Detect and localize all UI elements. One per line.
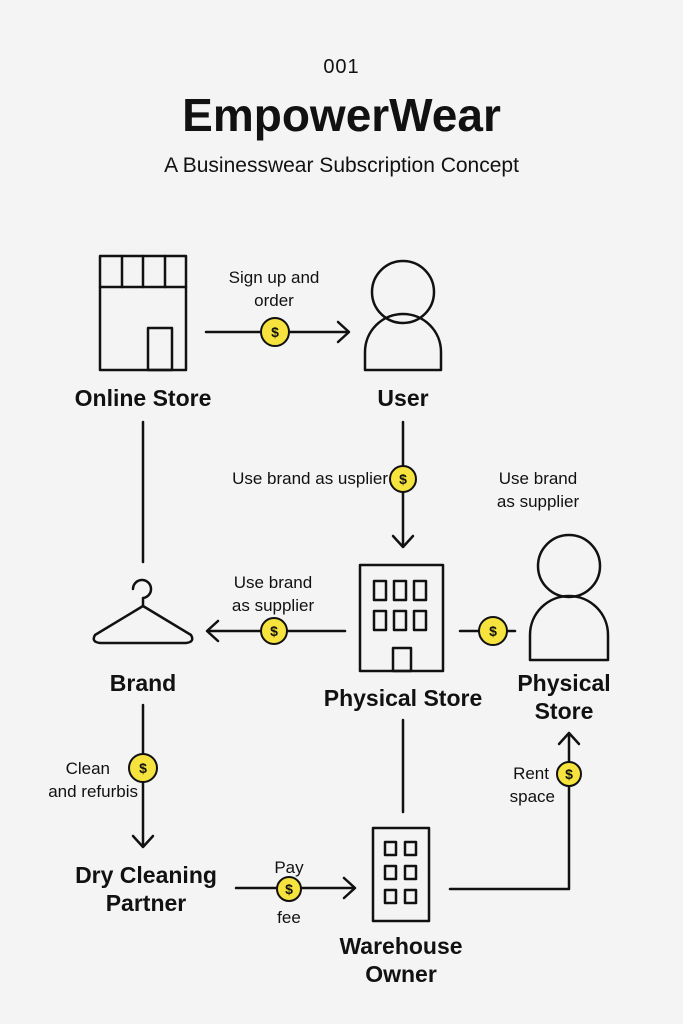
page-title: EmpowerWear (182, 89, 501, 141)
hanger-icon (92, 578, 194, 645)
node-dry-cleaning-partner: Dry Cleaning Partner (75, 862, 217, 916)
user-icon (363, 259, 443, 372)
svg-text:$: $ (399, 471, 407, 487)
svg-text:$: $ (489, 623, 497, 639)
edge-label-fee: fee (277, 908, 301, 927)
node-physical-store-right: Physical Store (517, 670, 611, 724)
arrow-warehouse-to-physical-store (448, 731, 581, 891)
node-user: User (377, 385, 429, 411)
edge-label-rent: Rent space (509, 764, 555, 806)
node-brand: Brand (109, 670, 177, 696)
edge-label-pay: Pay (274, 858, 304, 877)
edge-label-clean: Clean and refurbis (48, 759, 138, 801)
online-store-icon (98, 254, 188, 372)
node-online-store: Online Store (74, 385, 212, 411)
edge-label-use-brand-left: Use brand as supplier (231, 573, 315, 615)
coin-icon-usplier: $ (389, 465, 417, 493)
svg-text:$: $ (271, 324, 279, 340)
svg-text:$: $ (139, 760, 147, 776)
node-physical-store: Physical Store (323, 685, 483, 711)
edge-label-signup: Sign up and order (228, 268, 320, 310)
diagram-number: 001 (323, 56, 360, 78)
edge-label-use-brand-right: Use brand as supplier (496, 469, 580, 511)
coin-icon-supplier-right: $ (478, 616, 508, 646)
coin-icon-clean: $ (128, 753, 158, 783)
physical-store-building-icon (358, 563, 445, 673)
svg-text:$: $ (285, 881, 293, 897)
coin-icon-signup: $ (260, 317, 290, 347)
coin-icon-pay: $ (276, 876, 302, 902)
node-warehouse-owner: Warehouse Owner (339, 933, 463, 987)
svg-text:$: $ (565, 766, 573, 782)
coin-icon-supplier-left: $ (260, 617, 288, 645)
page-subtitle: A Businesswear Subscription Concept (164, 154, 519, 177)
coin-icon-rent: $ (556, 761, 582, 787)
warehouse-building-icon (371, 826, 431, 923)
edge-label-use-brand-usplier: Use brand as usplier (232, 469, 388, 488)
svg-text:$: $ (270, 623, 278, 639)
physical-store-person-icon (528, 533, 610, 662)
